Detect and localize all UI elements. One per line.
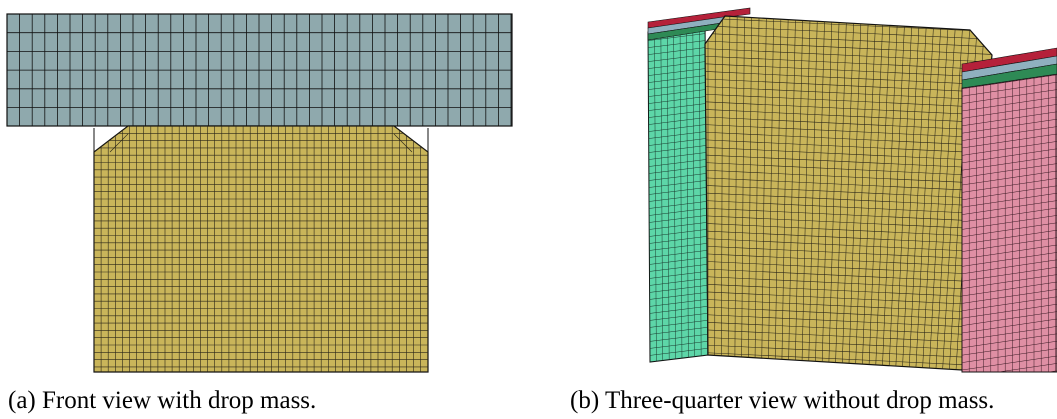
left-edge-red — [647, 7, 751, 29]
right-edge-blue — [961, 55, 1057, 81]
center-panel — [704, 15, 993, 371]
front-view-mesh-figure — [6, 13, 513, 373]
caption-a: (a) Front view with drop mass. — [8, 387, 317, 414]
panel-a-front-view: (a) Front view with drop mass. — [6, 13, 513, 414]
three-quarter-view-mesh-figure — [647, 7, 1057, 373]
right-edge-red — [961, 47, 1057, 73]
right-side-panel — [961, 47, 1057, 373]
crushed-panel-front — [93, 125, 429, 373]
drop-mass — [6, 13, 513, 127]
right-edge-green — [961, 63, 1057, 89]
caption-b: (b) Three-quarter view without drop mass… — [570, 387, 995, 414]
panel-b-three-quarter-view: (b) Three-quarter view without drop mass… — [530, 0, 1057, 419]
